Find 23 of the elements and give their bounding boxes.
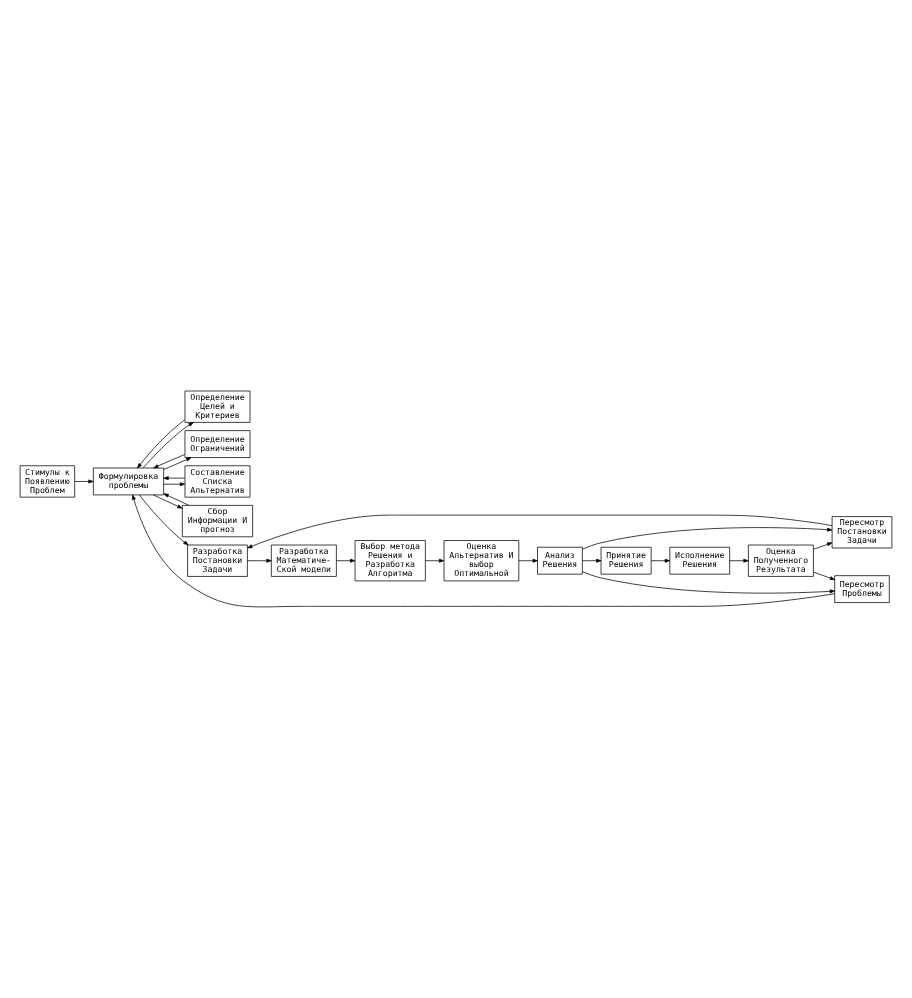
arrow [582,571,835,594]
arrow [131,494,835,608]
arrow [813,571,836,581]
arrow [582,527,833,550]
arrow [163,457,192,470]
arrow [729,558,749,563]
arrow [650,558,670,563]
arrow [74,479,94,484]
arrow [163,482,186,487]
arrow [153,454,185,469]
arrow [582,558,602,563]
arrow [163,476,186,481]
arrow [518,558,538,563]
arrow [247,558,272,563]
arrow [163,493,190,506]
arrow [425,558,445,563]
arrow [813,542,833,550]
arrow [247,514,833,549]
arrow [139,494,189,546]
arrow [153,494,183,509]
arrow [142,422,194,469]
arrow [336,558,356,563]
arrow [137,419,186,469]
